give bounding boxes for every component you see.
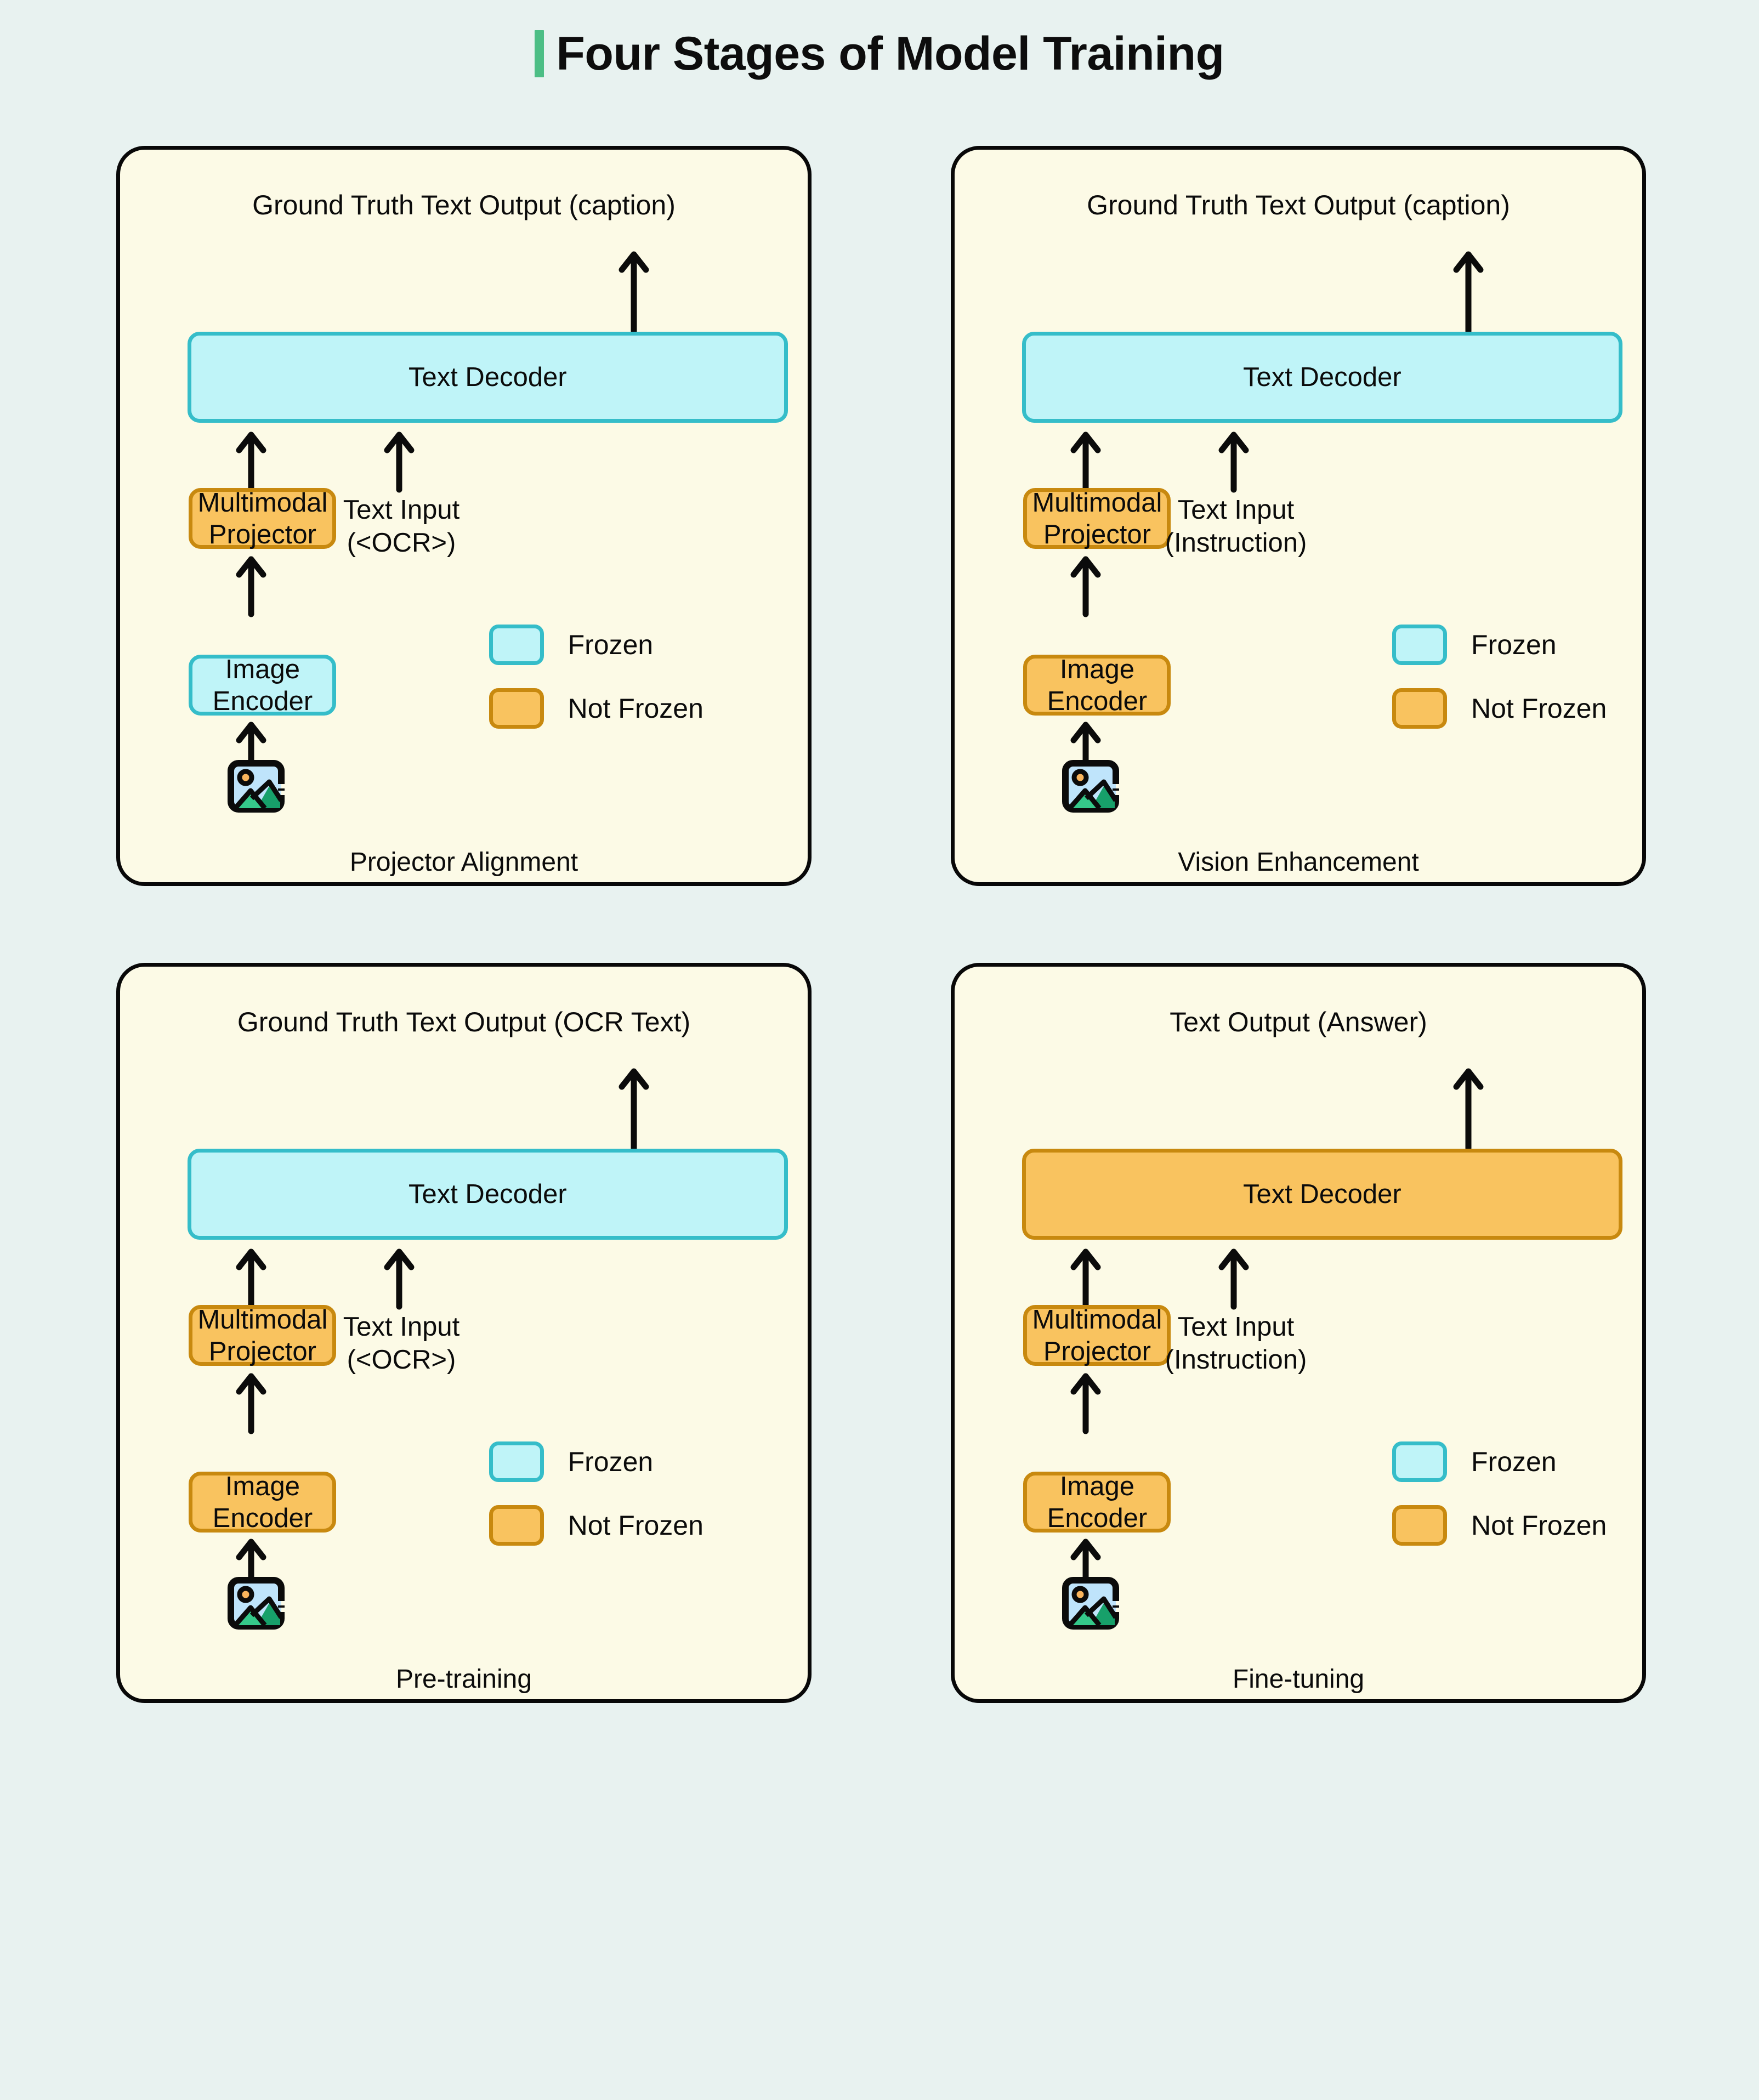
arrow-projector-to-decoder xyxy=(235,1246,268,1310)
arrow-encoder-to-projector xyxy=(235,554,268,617)
text-decoder-block: Text Decoder xyxy=(1022,331,1622,423)
panel-caption: Vision Enhancement xyxy=(1178,847,1419,877)
page-title: Four Stages of Model Training xyxy=(0,30,1759,77)
legend-swatch-not-frozen xyxy=(489,1505,544,1546)
legend-row-frozen: Frozen xyxy=(1392,625,1607,666)
multimodal-projector-block: Multimodal Projector xyxy=(1023,488,1171,549)
text-decoder-block: Text Decoder xyxy=(188,331,788,423)
legend-row-not-frozen: Not Frozen xyxy=(489,688,703,729)
title-accent-bar xyxy=(535,30,544,77)
legend-swatch-frozen xyxy=(489,1441,544,1483)
legend-swatch-frozen xyxy=(1392,625,1447,666)
legend: Frozen Not Frozen xyxy=(489,625,703,752)
output-label: Text Output (Answer) xyxy=(1170,1006,1427,1037)
legend-label-not-frozen: Not Frozen xyxy=(568,1510,703,1541)
legend-swatch-frozen xyxy=(1392,1441,1447,1483)
legend-row-not-frozen: Not Frozen xyxy=(1392,688,1607,729)
panel-pre-training: Ground Truth Text Output (OCR Text) Text… xyxy=(116,963,812,1703)
image-encoder-block: Image Encoder xyxy=(1023,655,1171,716)
panel-caption: Projector Alignment xyxy=(349,847,578,877)
multimodal-projector-block: Multimodal Projector xyxy=(1023,1305,1171,1366)
multimodal-projector-block: Multimodal Projector xyxy=(189,1305,337,1366)
image-encoder-block: Image Encoder xyxy=(1023,1472,1171,1533)
text-input-label: Text Input (<OCR>) xyxy=(343,1312,460,1375)
panel-vision-enhancement: Ground Truth Text Output (caption) Text … xyxy=(951,146,1646,886)
legend-label-frozen: Frozen xyxy=(568,629,654,661)
multimodal-projector-block: Multimodal Projector xyxy=(189,488,337,549)
legend: Frozen Not Frozen xyxy=(489,1441,703,1569)
legend-row-frozen: Frozen xyxy=(489,625,703,666)
legend-swatch-frozen xyxy=(489,625,544,666)
legend-row-not-frozen: Not Frozen xyxy=(1392,1505,1607,1546)
legend-label-frozen: Frozen xyxy=(1471,629,1557,661)
panel-caption: Pre-training xyxy=(395,1664,532,1694)
panel-grid: Ground Truth Text Output (caption) Text … xyxy=(116,146,1646,2050)
panel-projector-alignment: Ground Truth Text Output (caption) Text … xyxy=(116,146,812,886)
text-decoder-block: Text Decoder xyxy=(1022,1148,1622,1240)
image-encoder-block: Image Encoder xyxy=(189,655,337,716)
arrow-projector-to-decoder xyxy=(1069,1246,1102,1310)
text-input-label: Text Input (Instruction) xyxy=(1165,495,1307,558)
text-input-label: Text Input (<OCR>) xyxy=(343,495,460,558)
legend-label-frozen: Frozen xyxy=(568,1446,654,1478)
output-label: Ground Truth Text Output (caption) xyxy=(252,189,676,220)
output-label: Ground Truth Text Output (caption) xyxy=(1087,189,1510,220)
legend-row-frozen: Frozen xyxy=(489,1441,703,1483)
image-placeholder-icon xyxy=(228,1577,285,1630)
image-encoder-block: Image Encoder xyxy=(189,1472,337,1533)
arrow-decoder-to-output xyxy=(617,249,650,334)
panel-fine-tuning: Text Output (Answer) Text Decoder Multim… xyxy=(951,963,1646,1703)
legend: Frozen Not Frozen xyxy=(1392,1441,1607,1569)
panel-caption: Fine-tuning xyxy=(1232,1664,1365,1694)
image-placeholder-icon xyxy=(1062,1577,1120,1630)
arrow-projector-to-decoder xyxy=(235,429,268,493)
legend-row-not-frozen: Not Frozen xyxy=(489,1505,703,1546)
arrow-textinput-to-decoder xyxy=(1217,429,1250,493)
legend-swatch-not-frozen xyxy=(1392,1505,1447,1546)
legend-row-frozen: Frozen xyxy=(1392,1441,1607,1483)
arrow-encoder-to-projector xyxy=(1069,554,1102,617)
arrow-textinput-to-decoder xyxy=(1217,1246,1250,1310)
legend: Frozen Not Frozen xyxy=(1392,625,1607,752)
image-placeholder-icon xyxy=(228,760,285,813)
arrow-decoder-to-output xyxy=(617,1066,650,1151)
arrow-textinput-to-decoder xyxy=(383,1246,416,1310)
legend-label-not-frozen: Not Frozen xyxy=(1471,693,1607,724)
arrow-textinput-to-decoder xyxy=(383,429,416,493)
arrow-decoder-to-output xyxy=(1452,249,1485,334)
arrow-encoder-to-projector xyxy=(235,1371,268,1434)
arrow-encoder-to-projector xyxy=(1069,1371,1102,1434)
legend-swatch-not-frozen xyxy=(489,688,544,729)
legend-label-frozen: Frozen xyxy=(1471,1446,1557,1478)
title-text: Four Stages of Model Training xyxy=(556,27,1224,80)
arrow-projector-to-decoder xyxy=(1069,429,1102,493)
output-label: Ground Truth Text Output (OCR Text) xyxy=(237,1006,691,1037)
image-placeholder-icon xyxy=(1062,760,1120,813)
text-decoder-block: Text Decoder xyxy=(188,1148,788,1240)
legend-label-not-frozen: Not Frozen xyxy=(568,693,703,724)
arrow-decoder-to-output xyxy=(1452,1066,1485,1151)
legend-label-not-frozen: Not Frozen xyxy=(1471,1510,1607,1541)
text-input-label: Text Input (Instruction) xyxy=(1165,1312,1307,1375)
legend-swatch-not-frozen xyxy=(1392,688,1447,729)
